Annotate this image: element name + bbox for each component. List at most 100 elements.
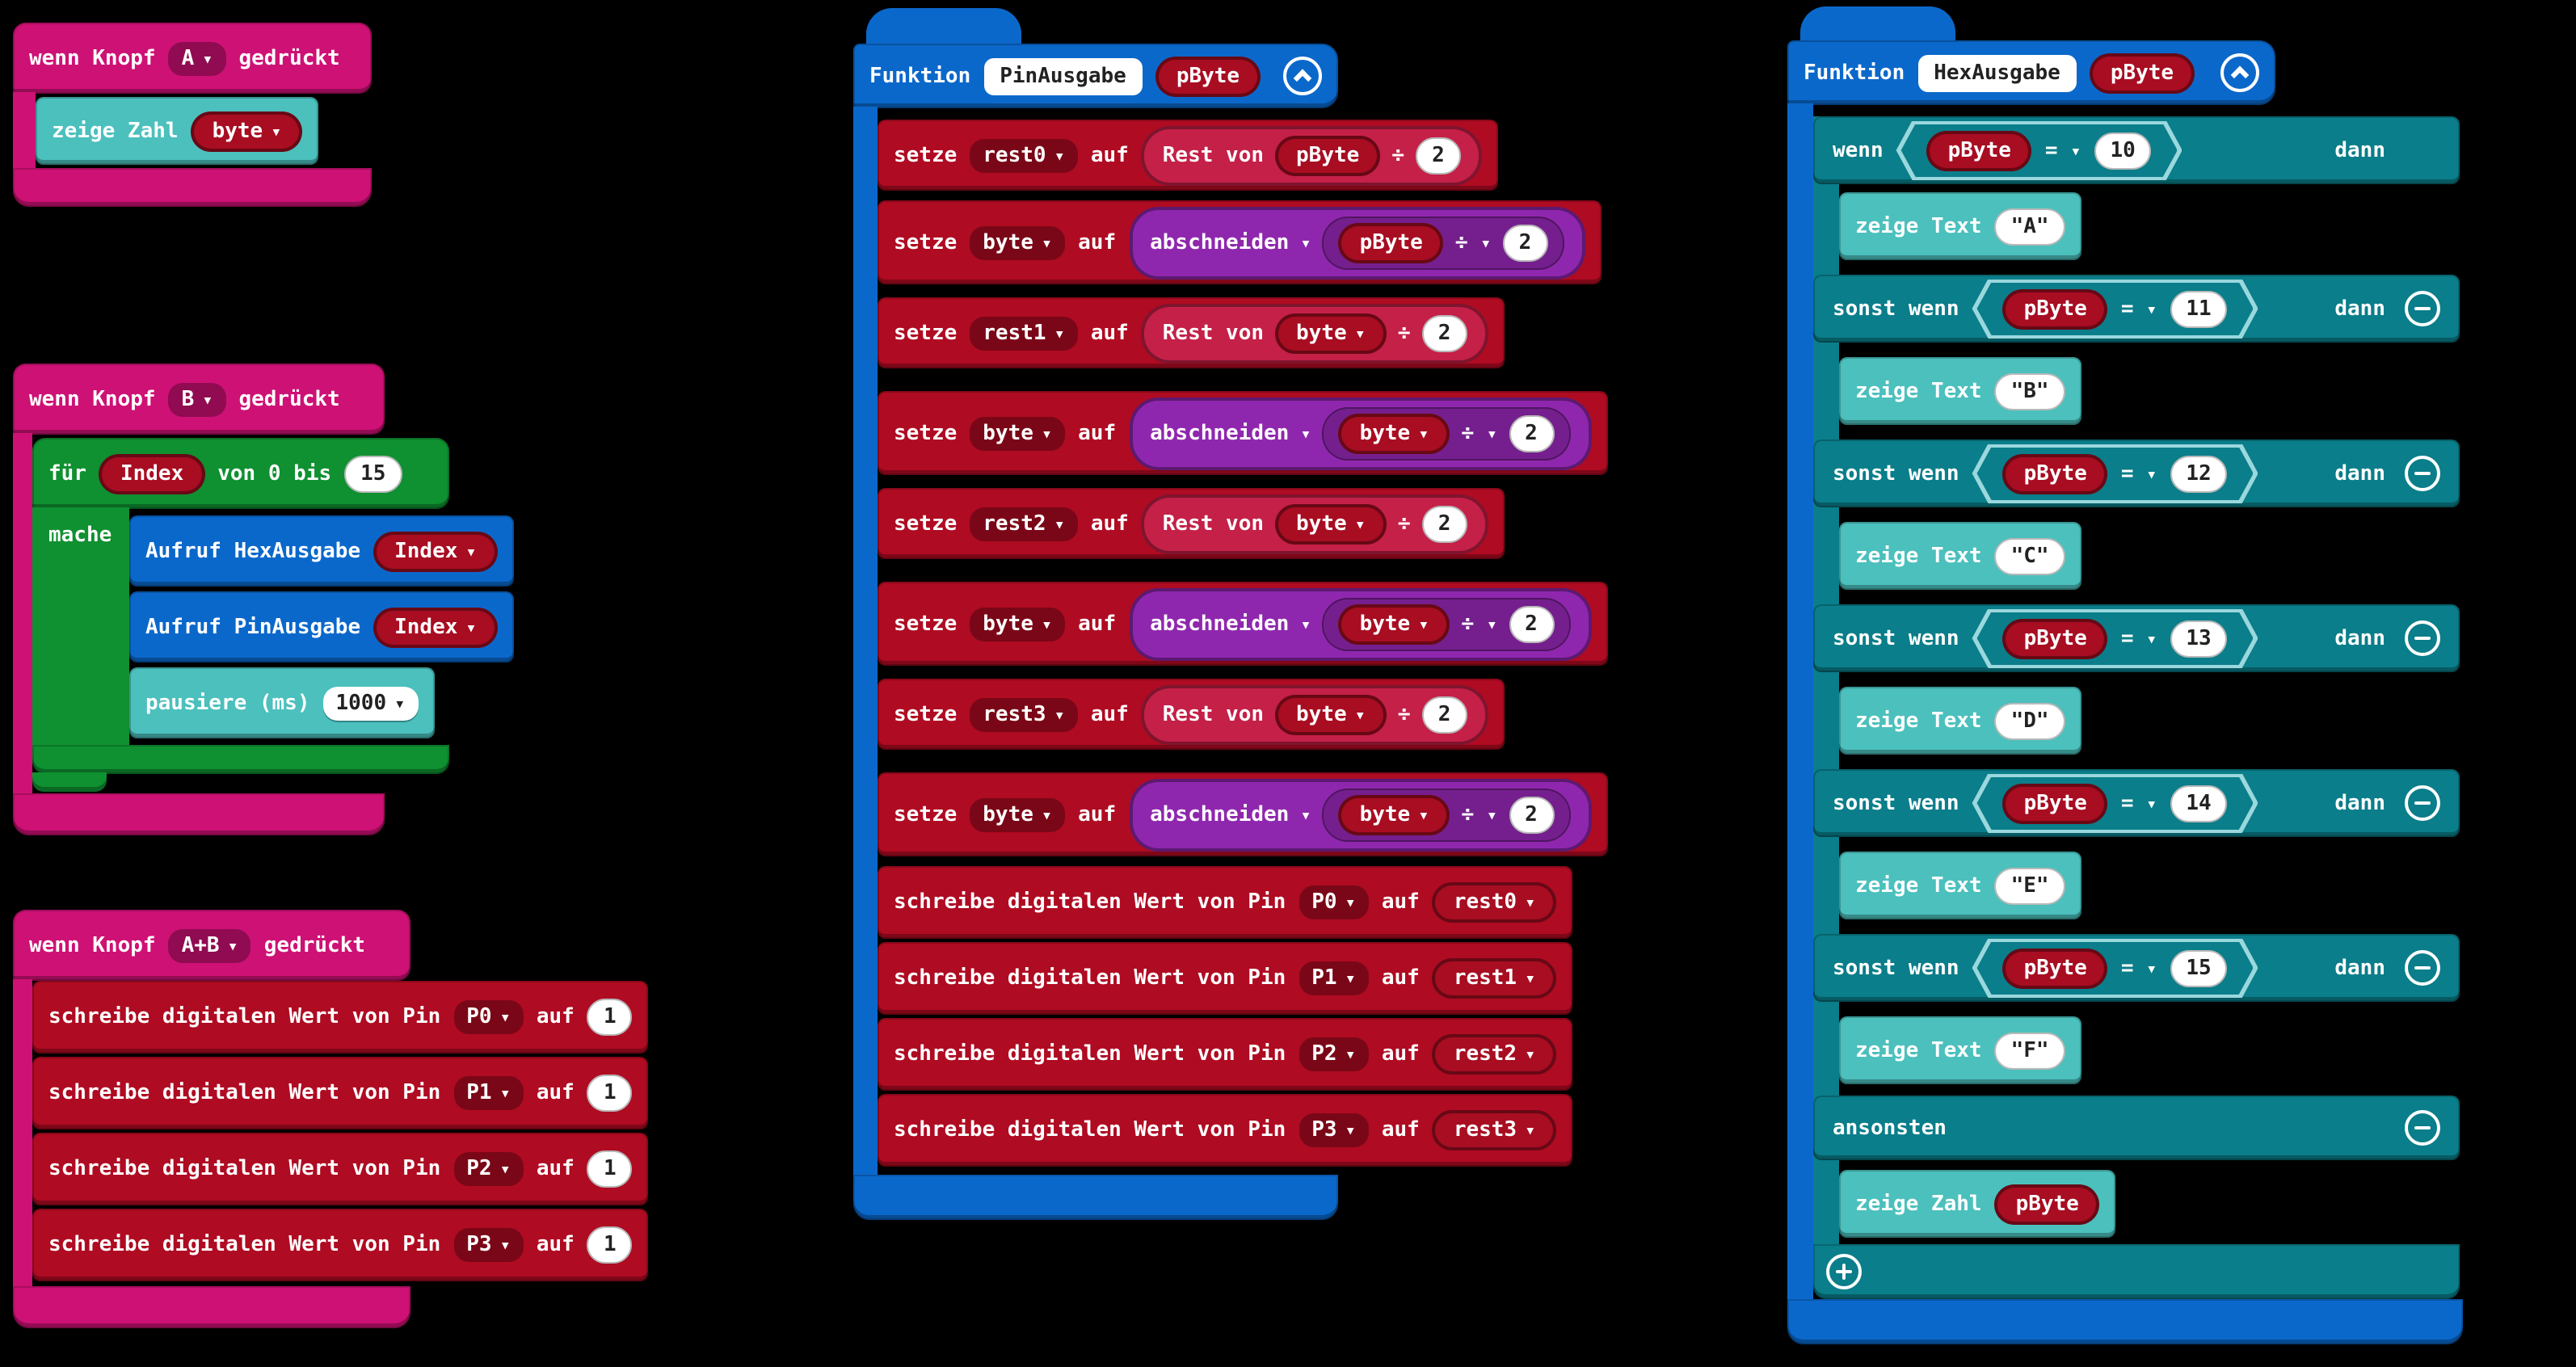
variable-pill-rest1[interactable]: rest1 xyxy=(1432,958,1557,999)
show-text-block[interactable]: zeige Text "D" xyxy=(1839,687,2081,755)
truncate-block[interactable]: abschneiden byte ÷ 2 xyxy=(1129,587,1591,660)
on-button-ab-header[interactable]: wenn Knopf A+B gedrückt xyxy=(13,910,410,981)
operator-dropdown[interactable]: ÷ xyxy=(1461,421,1497,445)
divisor-value[interactable]: 2 xyxy=(1421,505,1467,542)
show-text-block[interactable]: zeige Text "A" xyxy=(1839,192,2081,260)
pin-dropdown[interactable]: P2 xyxy=(1299,1037,1369,1071)
text-value[interactable]: "B" xyxy=(1994,372,2065,410)
divisor-value[interactable]: 2 xyxy=(1509,796,1554,833)
pin-dropdown[interactable]: P1 xyxy=(1299,961,1369,995)
variable-dropdown[interactable]: rest0 xyxy=(970,138,1078,172)
text-value[interactable]: "A" xyxy=(1994,208,2065,245)
truncate-block[interactable]: abschneiden byte ÷ 2 xyxy=(1129,397,1591,469)
variable-pill-byte[interactable]: byte xyxy=(1338,794,1450,835)
show-number-block[interactable]: zeige Zahl byte xyxy=(36,97,319,165)
add-branch-icon[interactable] xyxy=(1826,1254,1862,1289)
pin-dropdown[interactable]: P1 xyxy=(453,1076,524,1110)
call-pinausgabe-block[interactable]: Aufruf PinAusgabe Index xyxy=(129,591,514,662)
comparison-block[interactable]: pByte = 12 xyxy=(1972,444,2258,503)
comparison-value[interactable]: 14 xyxy=(2170,784,2227,822)
param-pill-pbyte[interactable]: pByte xyxy=(2089,53,2195,93)
variable-dropdown[interactable]: byte xyxy=(970,797,1066,831)
function-pinausgabe-block[interactable]: Funktion PinAusgabe pByte setze rest0 au… xyxy=(853,8,1726,1228)
digital-write-block[interactable]: schreibe digitalen Wert von Pin P2 auf 1 xyxy=(32,1133,649,1205)
argument-pill-index[interactable]: Index xyxy=(373,531,498,571)
text-value[interactable]: "E" xyxy=(1994,867,2065,904)
elseif-condition-row[interactable]: sonst wenn pByte = 13 dann xyxy=(1813,604,2460,672)
divisor-value[interactable]: 2 xyxy=(1509,414,1554,452)
variable-pill-byte[interactable]: byte xyxy=(1275,694,1387,734)
comparison-value[interactable]: 11 xyxy=(2170,290,2227,327)
param-pill-pbyte[interactable]: pByte xyxy=(1155,56,1261,96)
division-block[interactable]: byte ÷ 2 xyxy=(1322,406,1570,460)
show-text-block[interactable]: zeige Text "C" xyxy=(1839,522,2081,590)
operator-dropdown[interactable]: ÷ xyxy=(1461,802,1497,827)
param-pill-pbyte[interactable]: pByte xyxy=(1927,130,2032,170)
digital-write-block[interactable]: schreibe digitalen Wert von Pin P3 auf r… xyxy=(878,1094,1573,1167)
show-text-block[interactable]: zeige Text "E" xyxy=(1839,852,2081,919)
param-pill-pbyte[interactable]: pByte xyxy=(2003,783,2108,823)
remainder-block[interactable]: Rest von byte ÷ 2 xyxy=(1141,303,1488,363)
set-variable-block[interactable]: setze byte auf abschneiden pByte ÷ 2 xyxy=(878,200,1602,284)
write-value[interactable]: 1 xyxy=(587,1150,633,1188)
comparison-value[interactable]: 13 xyxy=(2170,620,2227,657)
show-number-block[interactable]: zeige Zahl pByte xyxy=(1839,1170,2116,1238)
comparison-value[interactable]: 10 xyxy=(2094,132,2151,169)
remove-branch-icon[interactable] xyxy=(2405,620,2440,656)
divisor-value[interactable]: 2 xyxy=(1509,605,1554,642)
collapse-icon[interactable] xyxy=(2220,53,2259,92)
variable-pill-rest3[interactable]: rest3 xyxy=(1432,1110,1557,1150)
show-text-block[interactable]: zeige Text "B" xyxy=(1839,357,2081,425)
variable-pill-byte[interactable]: byte xyxy=(1275,313,1387,353)
remove-branch-icon[interactable] xyxy=(2405,456,2440,491)
button-a-dropdown[interactable]: A xyxy=(168,41,226,75)
argument-pill-index[interactable]: Index xyxy=(373,607,498,647)
on-button-ab-event-block[interactable]: wenn Knopf A+B gedrückt schreibe digital… xyxy=(13,910,772,1333)
on-button-a-header[interactable]: wenn Knopf A gedrückt xyxy=(13,23,372,94)
comparison-operator-dropdown[interactable]: = xyxy=(2121,297,2157,321)
variable-pill-byte[interactable]: byte xyxy=(1338,604,1450,644)
param-pill-pbyte[interactable]: pByte xyxy=(1275,135,1381,175)
remainder-block[interactable]: Rest von byte ÷ 2 xyxy=(1141,684,1488,744)
for-loop-block[interactable]: für Index von 0 bis 15 mache Aufruf HexA… xyxy=(32,438,582,797)
comparison-block[interactable]: pByte = 11 xyxy=(1972,279,2258,339)
set-variable-block[interactable]: setze byte auf abschneiden byte ÷ 2 xyxy=(878,772,1607,856)
comparison-block[interactable]: pByte = 13 xyxy=(1972,608,2258,668)
remove-branch-icon[interactable] xyxy=(2405,950,2440,986)
remainder-block[interactable]: Rest von pByte ÷ 2 xyxy=(1141,125,1482,185)
pin-dropdown[interactable]: P0 xyxy=(1299,885,1369,919)
division-block[interactable]: pByte ÷ 2 xyxy=(1322,216,1564,269)
digital-write-block[interactable]: schreibe digitalen Wert von Pin P0 auf r… xyxy=(878,866,1573,939)
function-hexausgabe-header[interactable]: Funktion HexAusgabe pByte xyxy=(1787,40,2275,105)
on-button-b-header[interactable]: wenn Knopf B gedrückt xyxy=(13,364,385,435)
on-button-b-event-block[interactable]: wenn Knopf B gedrückt für Index von 0 bi… xyxy=(13,364,595,848)
comparison-operator-dropdown[interactable]: = xyxy=(2121,956,2157,980)
divisor-value[interactable]: 2 xyxy=(1421,314,1467,351)
division-block[interactable]: byte ÷ 2 xyxy=(1322,597,1570,650)
else-row[interactable]: ansonsten xyxy=(1813,1096,2460,1160)
function-pinausgabe-header[interactable]: Funktion PinAusgabe pByte xyxy=(853,44,1338,108)
function-name-field[interactable]: HexAusgabe xyxy=(1917,54,2077,91)
param-pill-pbyte[interactable]: pByte xyxy=(1338,222,1444,263)
digital-write-block[interactable]: schreibe digitalen Wert von Pin P0 auf 1 xyxy=(32,981,649,1054)
variable-dropdown[interactable]: byte xyxy=(970,225,1066,259)
show-text-block[interactable]: zeige Text "F" xyxy=(1839,1016,2081,1084)
truncate-block[interactable]: abschneiden pByte ÷ 2 xyxy=(1129,206,1585,279)
text-value[interactable]: "D" xyxy=(1994,702,2065,739)
comparison-block[interactable]: pByte = 14 xyxy=(1972,773,2258,833)
variable-pill-rest0[interactable]: rest0 xyxy=(1432,882,1557,923)
division-block[interactable]: byte ÷ 2 xyxy=(1322,788,1570,841)
param-pill-pbyte[interactable]: pByte xyxy=(2003,288,2108,329)
variable-pill-byte[interactable]: byte xyxy=(1275,503,1387,544)
button-b-dropdown[interactable]: B xyxy=(168,382,226,416)
truncate-block[interactable]: abschneiden byte ÷ 2 xyxy=(1129,778,1591,851)
variable-pill-byte[interactable]: byte xyxy=(1338,413,1450,453)
digital-write-block[interactable]: schreibe digitalen Wert von Pin P1 auf 1 xyxy=(32,1057,649,1129)
function-name-field[interactable]: PinAusgabe xyxy=(983,57,1143,95)
comparison-operator-dropdown[interactable]: = xyxy=(2121,791,2157,815)
set-variable-block[interactable]: setze rest1 auf Rest von byte ÷ 2 xyxy=(878,297,1505,368)
operator-dropdown[interactable]: ÷ xyxy=(1461,612,1497,636)
remove-branch-icon[interactable] xyxy=(2405,1110,2440,1146)
write-value[interactable]: 1 xyxy=(587,999,633,1036)
